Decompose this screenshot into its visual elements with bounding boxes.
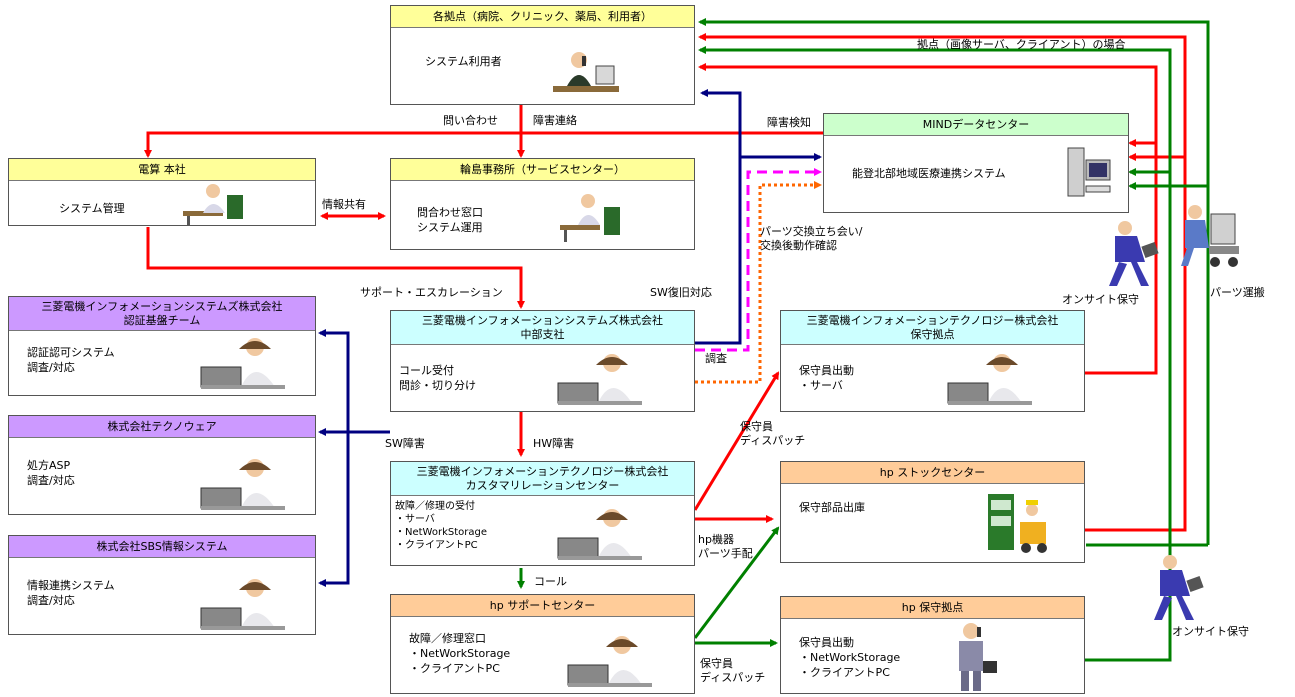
label-dispatch-1: 保守員 ディスパッチ xyxy=(740,420,806,447)
node-body: 故障／修理の受付 ・サーバ ・NetWorkStorage ・クライアントPC xyxy=(395,501,488,551)
label-site-case: 拠点（画像サーバ、クライアント）の場合 xyxy=(917,38,1126,51)
label-inquiry: 問い合わせ xyxy=(443,114,498,127)
person-at-desk-icon xyxy=(200,579,285,630)
node-title: MINDデータセンター xyxy=(824,114,1128,136)
label-parts-exchange: パーツ交換立ち会い/ 交換後動作確認 xyxy=(760,225,863,252)
node-title: 電算 本社 xyxy=(9,159,315,181)
node-title: 三菱電機インフォメーションシステムズ株式会社 中部支社 xyxy=(391,311,694,345)
node-body: システム利用者 xyxy=(425,55,502,68)
node-body: 保守部品出庫 xyxy=(799,501,865,514)
label-onsite-2: オンサイト保守 xyxy=(1172,625,1249,638)
person-at-desk-icon xyxy=(557,509,642,560)
node-title: 株式会社テクノウェア xyxy=(9,416,315,438)
node-body: 保守員出動 ・サーバ xyxy=(799,364,854,392)
node-body: コール受付 問診・切り分け xyxy=(399,364,476,392)
node-hp-base: hp 保守拠点 保守員出動 ・NetWorkStorage ・クライアントPC xyxy=(780,596,1085,694)
node-users: 各拠点（病院、クリニック、薬局、利用者） システム利用者 xyxy=(390,5,695,105)
person-at-desk-icon xyxy=(200,338,285,389)
node-body: 認証認可システム 調査/対応 xyxy=(27,346,115,374)
node-body: 保守員出動 ・NetWorkStorage ・クライアントPC xyxy=(799,636,901,679)
label-fault-detect: 障害検知 xyxy=(767,116,811,129)
node-title: 三菱電機インフォメーションテクノロジー株式会社 カスタマリレーションセンター xyxy=(391,462,694,496)
person-at-desk-icon xyxy=(947,354,1032,405)
node-mis-auth: 三菱電機インフォメーションシステムズ株式会社 認証基盤チーム 認証認可システム … xyxy=(8,296,316,396)
node-mit-base: 三菱電機インフォメーションテクノロジー株式会社 保守拠点 保守員出動 ・サーバ xyxy=(780,310,1085,412)
node-title: 三菱電機インフォメーションテクノロジー株式会社 保守拠点 xyxy=(781,311,1084,345)
node-techno: 株式会社テクノウェア 処方ASP 調査/対応 xyxy=(8,415,316,515)
node-wajima: 輪島事務所（サービスセンター） 問合わせ窓口 システム運用 xyxy=(390,158,695,250)
node-title: hp ストックセンター xyxy=(781,462,1084,484)
node-title: hp 保守拠点 xyxy=(781,597,1084,619)
node-title: 三菱電機インフォメーションシステムズ株式会社 認証基盤チーム xyxy=(9,297,315,331)
label-hp-parts: hp機器 パーツ手配 xyxy=(698,533,753,560)
node-title: 株式会社SBS情報システム xyxy=(9,536,315,558)
forklift-warehouse-icon xyxy=(988,494,1047,553)
node-hp-support: hp サポートセンター 故障／修理窓口 ・NetWorkStorage ・クライ… xyxy=(390,594,695,694)
person-on-phone-icon xyxy=(183,184,243,225)
node-title: hp サポートセンター xyxy=(391,595,694,617)
walking-engineer-icon xyxy=(1154,555,1204,620)
label-onsite-1: オンサイト保守 xyxy=(1062,293,1139,306)
node-body: 情報連携システム 調査/対応 xyxy=(27,579,115,607)
node-mit-crc: 三菱電機インフォメーションテクノロジー株式会社 カスタマリレーションセンター 故… xyxy=(390,461,695,566)
person-on-phone-icon xyxy=(553,52,619,92)
person-at-desk-icon xyxy=(567,636,652,687)
node-body: 能登北部地域医療連携システム xyxy=(852,167,1006,180)
node-dentsan: 電算 本社 システム管理 xyxy=(8,158,316,226)
node-title: 各拠点（病院、クリニック、薬局、利用者） xyxy=(391,6,694,28)
parts-cart-icon xyxy=(1181,205,1239,267)
label-hw-fault: HW障害 xyxy=(533,437,575,450)
node-body: 故障／修理窓口 ・NetWorkStorage ・クライアントPC xyxy=(409,632,511,675)
label-sw-recovery: SW復旧対応 xyxy=(650,286,712,299)
node-mind: MINDデータセンター 能登北部地域医療連携システム xyxy=(823,113,1129,213)
node-body: 問合わせ窓口 システム運用 xyxy=(417,206,483,234)
label-info-share: 情報共有 xyxy=(322,198,366,211)
server-computer-icon xyxy=(1067,147,1111,197)
label-support-escalation: サポート・エスカレーション xyxy=(360,286,503,299)
node-hp-stock: hp ストックセンター 保守部品出庫 xyxy=(780,461,1085,563)
label-parts-transport: パーツ運搬 xyxy=(1210,286,1265,299)
label-call: コール xyxy=(534,575,567,588)
node-sbs: 株式会社SBS情報システム 情報連携システム 調査/対応 xyxy=(8,535,316,635)
person-at-desk-icon xyxy=(557,354,642,405)
label-sw-fault: SW障害 xyxy=(385,437,425,450)
node-body: システム管理 xyxy=(59,202,125,215)
node-body: 処方ASP 調査/対応 xyxy=(27,459,75,487)
node-title: 輪島事務所（サービスセンター） xyxy=(391,159,694,181)
node-mis-chubu: 三菱電機インフォメーションシステムズ株式会社 中部支社 コール受付 問診・切り分… xyxy=(390,310,695,412)
walking-engineer-icon xyxy=(1109,221,1159,286)
person-at-desk-icon xyxy=(200,459,285,510)
engineer-on-phone-icon xyxy=(959,623,997,691)
label-dispatch-2: 保守員 ディスパッチ xyxy=(700,657,766,684)
label-investigation: 調査 xyxy=(705,352,727,365)
person-on-phone-icon xyxy=(560,194,620,242)
label-fault-report: 障害連絡 xyxy=(533,114,577,127)
